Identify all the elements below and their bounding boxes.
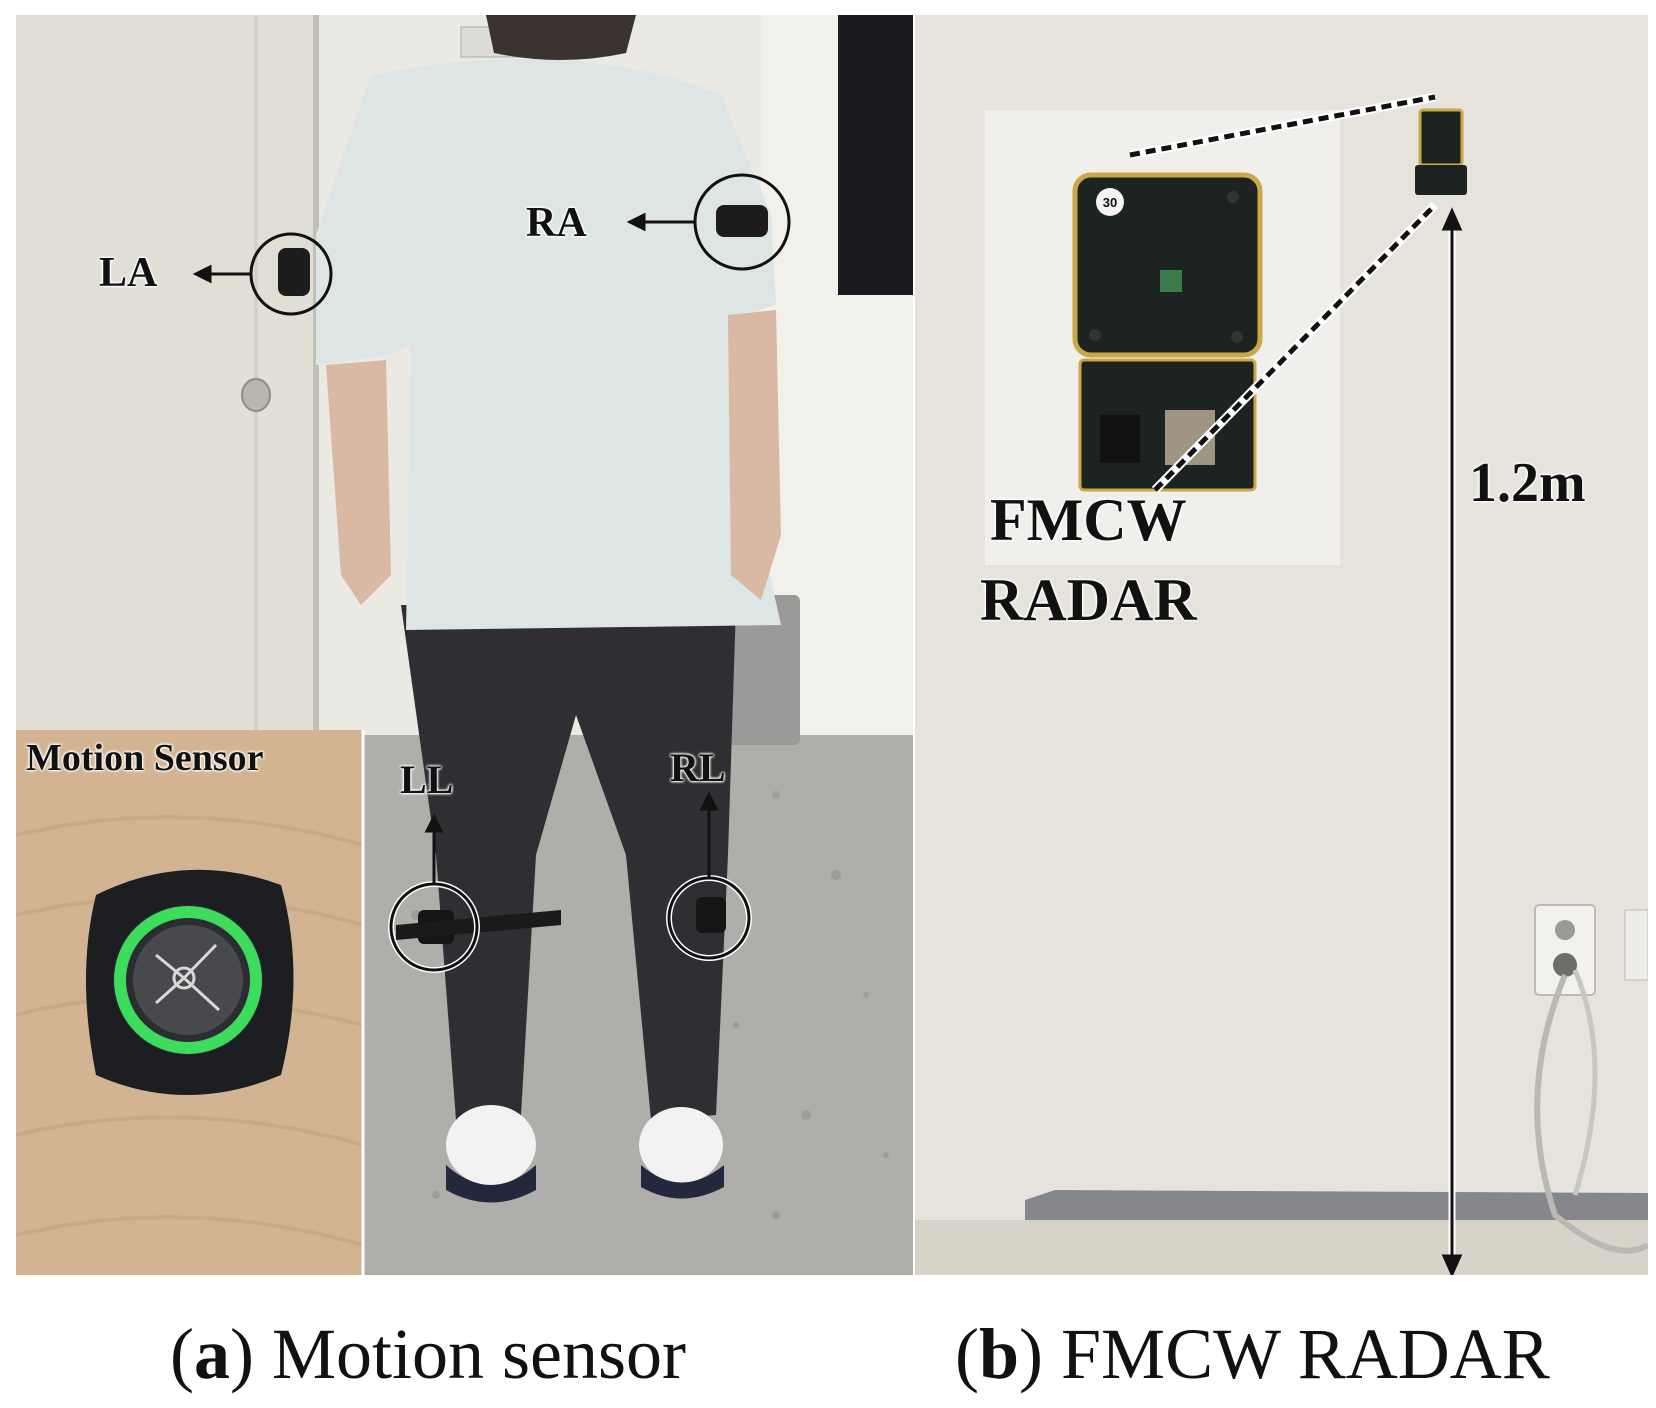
caption-a-letter: a: [193, 1314, 230, 1394]
right-arm: [728, 310, 781, 600]
motion-sensor-photo: LA RA LL RL Motion Sensor: [16, 15, 913, 1275]
motion-sensor-scene: [16, 15, 913, 1275]
trash-bin: [728, 595, 800, 745]
pants: [401, 605, 736, 1120]
radar-label-line1: FMCW: [990, 487, 1187, 553]
la-sensor: [278, 248, 310, 296]
power-cable: [1534, 973, 1648, 1254]
left-arm: [326, 360, 391, 605]
ra-sensor: [716, 205, 768, 237]
sensor-green-ring: [114, 906, 262, 1054]
door-knob: [241, 378, 271, 412]
board-number: 30: [1103, 195, 1117, 210]
height-label: 1.2m: [1469, 452, 1586, 514]
caption-a-text: Motion sensor: [271, 1314, 686, 1394]
shirt: [316, 59, 781, 630]
rl-label: RL: [670, 745, 726, 790]
door: [16, 15, 316, 735]
caption-a: (a) Motion sensor: [170, 1314, 686, 1394]
la-label: LA: [99, 250, 158, 296]
right-shoe: [639, 1107, 723, 1183]
fmcw-radar-photo: 30 FMCW RADAR 1.2m: [915, 15, 1648, 1275]
height-arrow: [1441, 207, 1463, 1275]
ra-label: RA: [526, 200, 587, 246]
baseboard: [1025, 1190, 1648, 1275]
caption-b-letter: b: [978, 1314, 1020, 1394]
ll-label: LL: [400, 757, 454, 802]
radar-pcb: [1072, 172, 1263, 358]
power-outlet: [1534, 904, 1596, 996]
radar-label-line2: RADAR: [980, 567, 1197, 633]
left-shoe: [446, 1105, 536, 1185]
board-number-badge: [1096, 188, 1124, 216]
caption-b: (b) FMCW RADAR: [955, 1314, 1550, 1394]
caption-b-text: FMCW RADAR: [1061, 1314, 1550, 1394]
inset-title: Motion Sensor: [26, 737, 264, 779]
monitor: [838, 15, 913, 295]
radar-device: [1418, 108, 1464, 167]
fmcw-radar-scene: 30: [915, 15, 1648, 1275]
rl-sensor: [696, 897, 726, 933]
